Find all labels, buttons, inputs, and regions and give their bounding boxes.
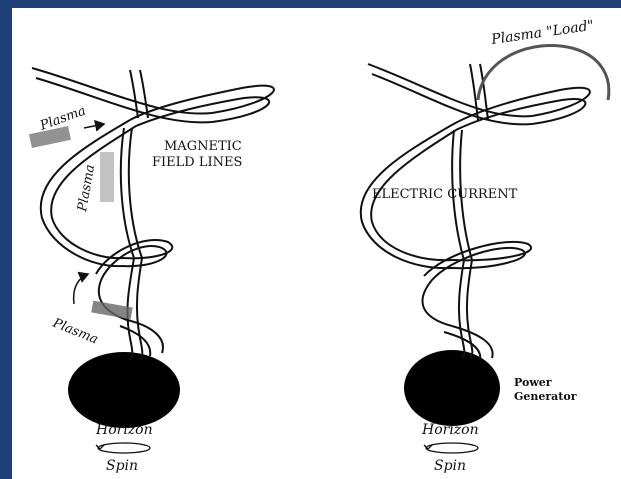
- right-black-hole: [404, 350, 500, 426]
- right-field-lines: [361, 64, 590, 360]
- left-black-hole: [68, 352, 180, 428]
- diagram-svg: Plasma Plasma Plasma MAGNETIC FIELD LINE…: [12, 8, 621, 479]
- right-horizon-label: Horizon: [421, 422, 479, 438]
- electric-current-label: ELECTRIC CURRENT: [372, 187, 518, 202]
- left-spin-arrow: [96, 443, 150, 453]
- left-panel: Plasma Plasma Plasma MAGNETIC FIELD LINE…: [29, 68, 274, 474]
- magnetic-label: MAGNETIC: [164, 139, 242, 154]
- diagram-canvas: Plasma Plasma Plasma MAGNETIC FIELD LINE…: [12, 8, 621, 479]
- left-plasma-label-2: Plasma: [75, 163, 98, 213]
- plasma-load-label: Plasma "Load": [489, 18, 595, 48]
- power-label: Power: [514, 376, 552, 389]
- field-lines-label: FIELD LINES: [152, 155, 242, 170]
- right-spin-label: Spin: [434, 458, 466, 474]
- left-plasma-label-3: Plasma: [50, 315, 101, 347]
- right-spin-arrow: [424, 443, 478, 453]
- left-horizon-label: Horizon: [95, 422, 153, 438]
- left-spin-label: Spin: [106, 458, 138, 474]
- right-panel: Plasma "Load" ELECTRIC CURRENT Power Gen…: [361, 18, 609, 474]
- generator-label: Generator: [514, 390, 577, 403]
- left-plasma-patches: [29, 124, 133, 319]
